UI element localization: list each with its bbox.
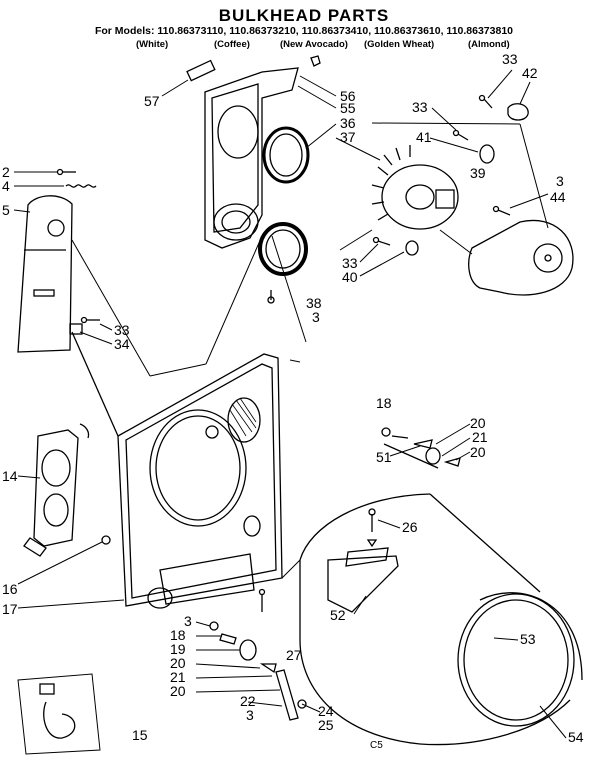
bulkhead-panel [71,331,283,609]
color-coffee: (Coffee) [214,39,250,50]
callout-52: 52 [330,607,346,623]
clip-57 [186,59,216,82]
callout-20-bottom-a: 20 [170,655,186,671]
callout-39: 39 [470,165,486,181]
callout-15: 15 [132,727,148,743]
callout-14: 14 [2,468,18,484]
callout-17: 17 [2,601,18,617]
callout-27: 27 [286,647,302,663]
callout-54: 54 [568,729,584,745]
blower-wheel [371,145,459,230]
callout-26: 26 [402,519,418,535]
callout-33-left: 33 [114,322,130,338]
callout-3-foot: 3 [246,707,254,723]
callout-3-center: 3 [312,309,320,325]
callout-57: 57 [144,93,160,109]
callout-3-bottom: 3 [184,613,192,629]
callout-20-right-b: 20 [470,444,486,460]
diagram-title: BULKHEAD PARTS [218,6,390,25]
blower-housing [468,219,574,296]
callout-34: 34 [114,336,130,352]
screw-56 [310,55,321,67]
screw-2 [56,168,76,176]
callout-33-upper: 33 [412,99,428,115]
callout-33-mid: 33 [342,255,358,271]
callout-53: 53 [520,631,536,647]
callout-37: 37 [340,129,356,145]
callout-41: 41 [416,129,432,145]
callout-19: 19 [170,641,186,657]
callout-22: 22 [240,693,256,709]
callout-40: 40 [342,269,358,285]
callout-56: 56 [340,88,356,104]
callout-20-bottom-b: 20 [170,683,186,699]
timer-14 [23,423,90,557]
leader-lines [13,69,567,739]
callout-5: 5 [2,202,10,218]
bolt-16 [101,535,111,545]
callout-33-top: 33 [502,51,518,67]
model-colors: (White) (Coffee) (New Avocado) (Golden W… [0,39,608,53]
callout-24: 24 [318,703,334,719]
callout-18-right: 18 [376,395,392,411]
callout-21-right: 21 [472,429,488,445]
duct-gasket [262,126,310,184]
callout-20-right-a: 20 [470,415,486,431]
callout-4: 4 [2,178,10,194]
callout-44: 44 [550,189,566,205]
duct-assembly [204,67,299,304]
harness-15 [17,673,101,755]
connector-lines-center [71,235,307,377]
color-golden-wheat: (Golden Wheat) [364,39,435,50]
callout-42: 42 [522,65,538,81]
callout-55: 55 [340,100,356,116]
callout-2: 2 [2,164,10,180]
callout-18-bottom: 18 [170,627,186,643]
page-code: C5 [370,740,383,751]
spring-4 [65,184,97,188]
callout-51: 51 [376,449,392,465]
seal-ring [258,222,308,276]
panel-5 [17,195,73,353]
connector-lines-top [339,122,549,255]
screws-33-34 [69,316,100,335]
callout-16: 16 [2,581,18,597]
drum [281,493,583,746]
blower-parts-small [372,94,529,256]
color-almond: (Almond) [468,39,510,50]
callout-25: 25 [318,717,334,733]
model-numbers: For Models: 110.86373110, 110.86373210, … [94,25,514,37]
color-new-avocado: (New Avocado) [280,39,348,50]
color-white: (White) [136,39,169,50]
idler-parts-top [381,427,461,469]
callout-3-right: 3 [556,173,564,189]
callouts: 57 56 55 36 37 33 42 33 41 39 3 44 33 40… [2,51,584,751]
callout-36: 36 [340,115,356,131]
callout-38: 38 [306,295,322,311]
callout-21-bottom: 21 [170,669,186,685]
